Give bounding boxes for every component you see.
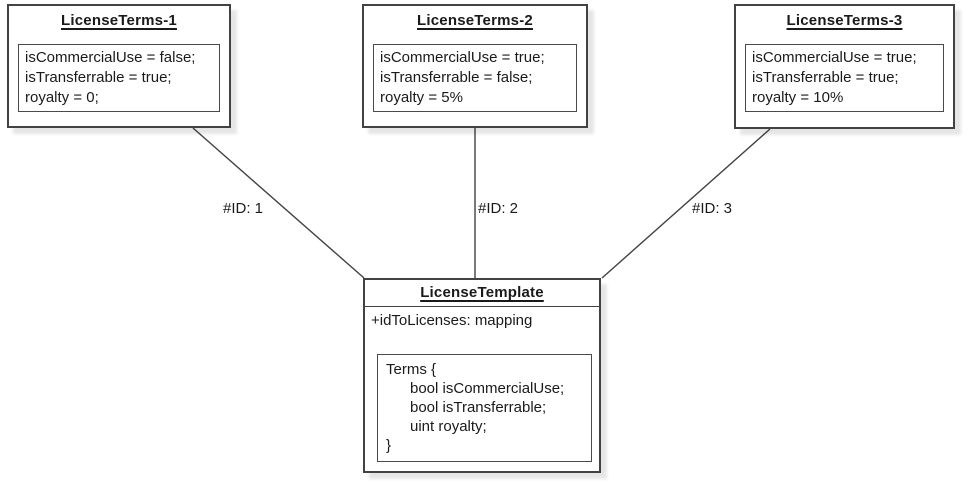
- struct-line: uint royalty;: [410, 418, 487, 435]
- node-license-terms-2[interactable]: LicenseTerms-2 isCommercialUse = true; i…: [362, 4, 588, 128]
- attribute-line: isTransferrable = true;: [25, 69, 172, 86]
- edge-label-id-2[interactable]: #ID: 2: [477, 200, 520, 217]
- attribute-line: isCommercialUse = true;: [380, 49, 545, 66]
- node-title: LicenseTerms-1: [61, 12, 177, 29]
- connector-terms3-template[interactable]: [601, 128, 771, 279]
- struct-line: bool isCommercialUse;: [410, 380, 565, 397]
- attributes-box: isCommercialUse = false; isTransferrable…: [18, 44, 220, 112]
- edge-label-id-3[interactable]: #ID: 3: [691, 200, 734, 217]
- connector-terms1-template[interactable]: [192, 127, 365, 279]
- node-license-terms-1[interactable]: LicenseTerms-1 isCommercialUse = false; …: [7, 4, 231, 128]
- attribute-line: royalty = 10%: [752, 89, 844, 106]
- node-license-terms-3[interactable]: LicenseTerms-3 isCommercialUse = true; i…: [734, 4, 955, 129]
- attribute-line: isTransferrable = true;: [752, 69, 899, 86]
- title-compartment: LicenseTemplate: [365, 280, 599, 307]
- node-title: LicenseTemplate: [420, 284, 544, 301]
- node-license-template[interactable]: LicenseTemplate +idToLicenses: mapping T…: [363, 278, 601, 473]
- attribute-line: royalty = 0;: [25, 89, 99, 106]
- attribute-line: isCommercialUse = true;: [752, 49, 917, 66]
- struct-line: Terms {: [386, 361, 437, 378]
- attribute-line: isCommercialUse = false;: [25, 49, 196, 66]
- terms-struct-box: Terms { bool isCommercialUse; bool isTra…: [377, 354, 592, 462]
- attribute-line: royalty = 5%: [380, 89, 463, 106]
- struct-line: }: [386, 437, 392, 454]
- node-title: LicenseTerms-2: [417, 12, 533, 29]
- node-title: LicenseTerms-3: [786, 12, 903, 29]
- struct-line: bool isTransferrable;: [410, 399, 547, 416]
- field-id-to-licenses: +idToLicenses: mapping: [371, 312, 533, 329]
- edge-label-id-1[interactable]: #ID: 1: [222, 200, 265, 217]
- attribute-line: isTransferrable = false;: [380, 69, 533, 86]
- attributes-box: isCommercialUse = true; isTransferrable …: [373, 44, 577, 112]
- attributes-box: isCommercialUse = true; isTransferrable …: [745, 44, 944, 112]
